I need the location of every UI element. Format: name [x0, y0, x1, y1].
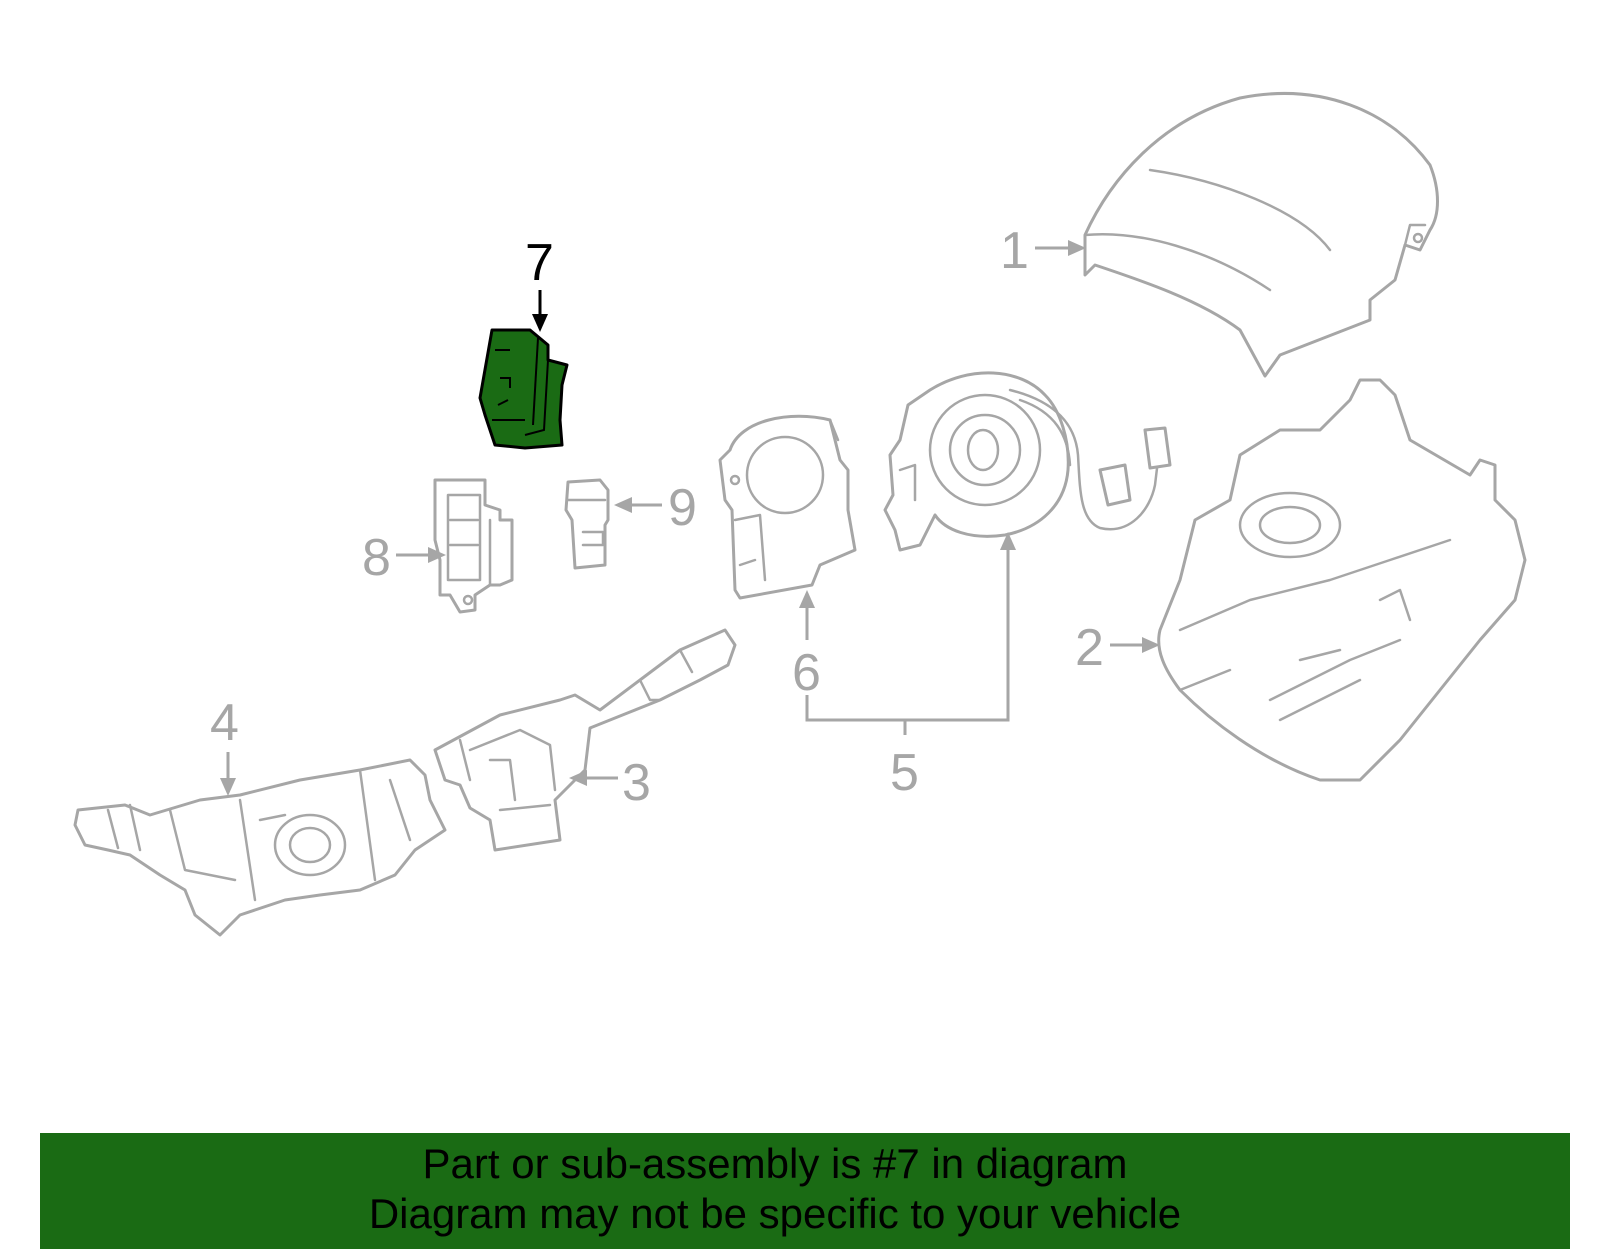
callout-2: 2: [1075, 619, 1160, 677]
callout-5-label: 5: [890, 744, 919, 802]
parts-diagram: 1 2 7: [73, 92, 1527, 937]
part-8-switch-housing: [433, 478, 514, 614]
callout-6-label: 6: [792, 644, 821, 702]
callout-5: 5: [805, 532, 1016, 802]
callout-9: 9: [614, 479, 697, 537]
callout-1: 1: [1000, 222, 1086, 280]
callout-7: 7: [525, 234, 554, 332]
part-9-small-bracket: [564, 478, 610, 570]
callout-7-label: 7: [525, 234, 554, 292]
callout-1-label: 1: [1000, 222, 1029, 280]
info-banner: Part or sub-assembly is #7 in diagram Di…: [40, 1133, 1570, 1249]
part-3-wiper-switch: [433, 628, 737, 852]
part-5-spiral-cable: [883, 371, 1172, 552]
callout-4-label: 4: [210, 694, 239, 752]
callout-4: 4: [210, 694, 239, 796]
part-1-upper-cover: [1083, 92, 1439, 378]
part-6-clock-spring-housing: [718, 414, 857, 600]
callout-9-label: 9: [668, 479, 697, 537]
callout-6: 6: [792, 590, 821, 702]
banner-line-1: Part or sub-assembly is #7 in diagram: [422, 1140, 1128, 1187]
callout-8: 8: [362, 529, 446, 587]
part-4-combination-switch: [73, 758, 447, 937]
part-2-lower-cover: [1157, 378, 1527, 782]
callout-3: 3: [569, 754, 651, 812]
part-7-highlighted-switch: [478, 328, 569, 450]
callout-8-label: 8: [362, 529, 391, 587]
callout-2-label: 2: [1075, 619, 1104, 677]
banner-line-2: Diagram may not be specific to your vehi…: [368, 1190, 1182, 1237]
callout-3-label: 3: [622, 754, 651, 812]
